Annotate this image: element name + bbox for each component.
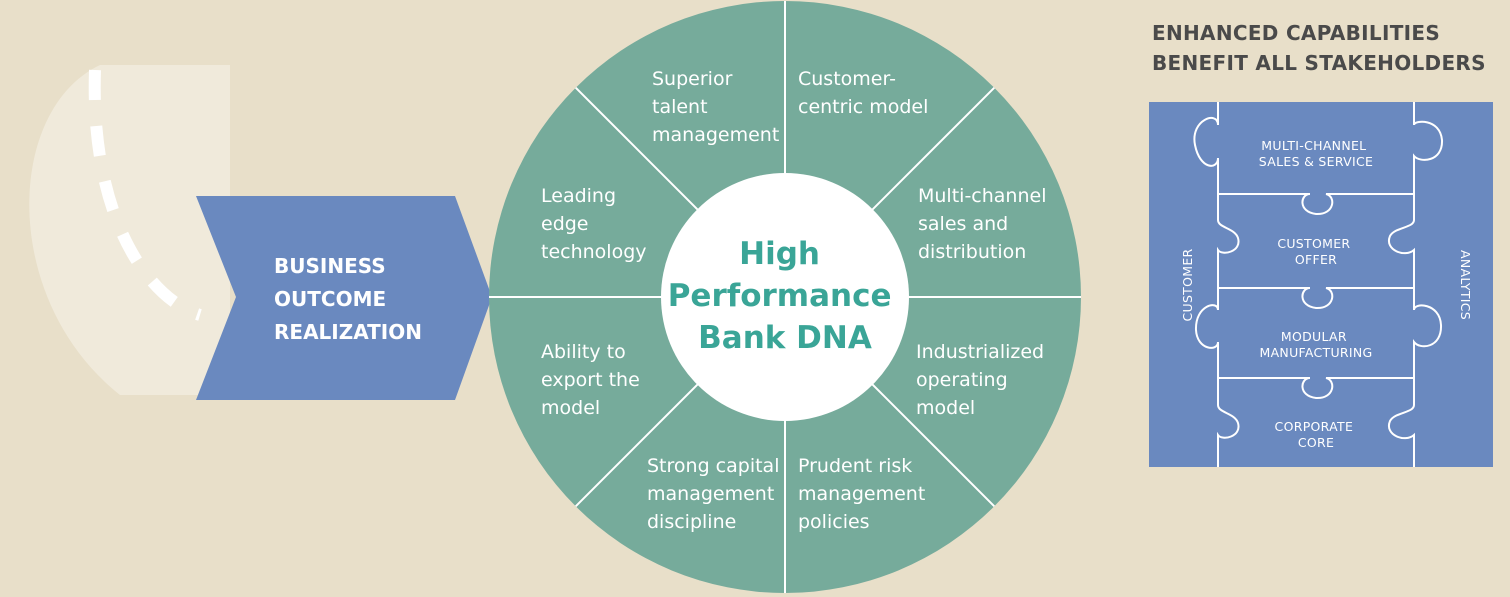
customer-side-label: CUSTOMER [1180,248,1195,321]
capabilities-puzzle: MULTI-CHANNEL SALES & SERVICE CUSTOMER O… [1149,102,1493,467]
segment-industrialized-label: Industrialized operating model [916,341,1050,419]
chevron-label: BUSINESS OUTCOME REALIZATION [274,254,422,344]
segment-capital-label: Strong capital management discipline [647,455,786,533]
segment-technology-label: Leading edge technology [541,185,647,263]
segment-talent-label: Superior talent management [652,68,779,146]
business-outcome-chevron: BUSINESS OUTCOME REALIZATION [196,196,492,400]
road-graphic [29,65,230,395]
capabilities-title-line: BENEFIT ALL STAKEHOLDERS [1152,51,1486,75]
capabilities-title: ENHANCED CAPABILITIES BENEFIT ALL STAKEH… [1152,18,1502,78]
capabilities-title-line: ENHANCED CAPABILITIES [1152,21,1441,45]
analytics-side-label: ANALYTICS [1458,250,1473,320]
piece-core-label: CORPORATE CORE [1275,419,1358,450]
piece-manufacturing-label: MODULAR MANUFACTURING [1259,329,1372,360]
wheel-center [661,173,909,421]
center-label: High Performance Bank DNA [668,236,903,356]
segment-multichannel-label: Multi-channel sales and distribution [918,185,1053,263]
piece-multichannel-label: MULTI-CHANNEL SALES & SERVICE [1259,138,1373,169]
piece-offer-label: CUSTOMER OFFER [1277,236,1354,267]
segment-export-label: Ability to export the model [541,341,646,419]
dna-wheel: High Performance Bank DNA Superior talen… [489,1,1081,593]
segment-risk-label: Prudent risk management policies [798,455,931,533]
segment-customer-centric-label: Customer- centric model [798,68,928,118]
